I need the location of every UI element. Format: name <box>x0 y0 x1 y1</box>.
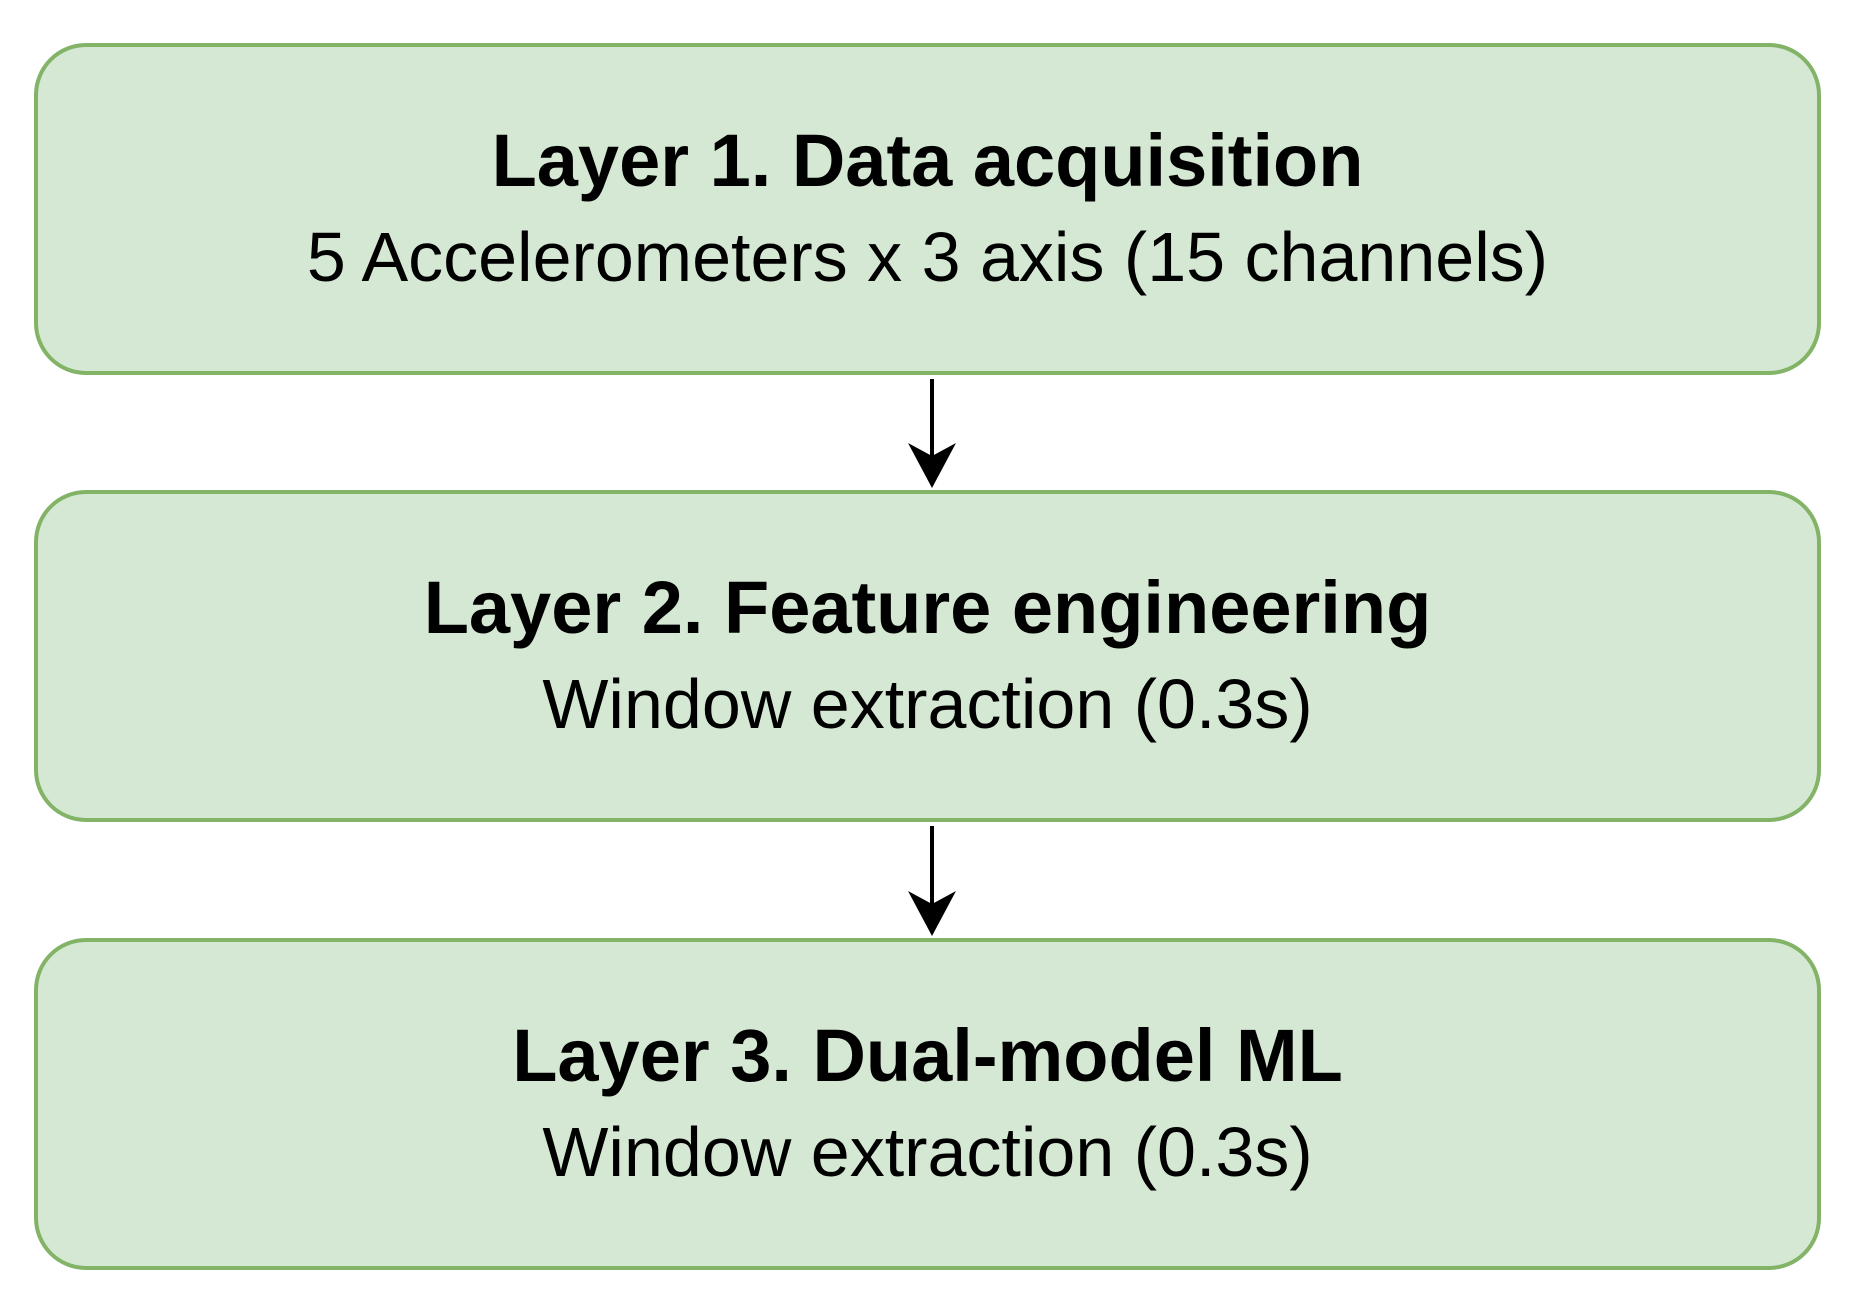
layer-1-subtitle: 5 Accelerometers x 3 axis (15 channels) <box>306 218 1549 296</box>
layer-3-box: Layer 3. Dual-model ML Window extraction… <box>34 938 1821 1270</box>
layer-1-title: Layer 1. Data acquisition <box>491 119 1364 202</box>
layer-2-title: Layer 2. Feature engineering <box>423 566 1432 649</box>
layer-3-title: Layer 3. Dual-model ML <box>512 1014 1343 1097</box>
arrow-layer-1-to-2 <box>908 379 956 488</box>
layer-1-box: Layer 1. Data acquisition 5 Acceleromete… <box>34 43 1821 375</box>
layer-2-box: Layer 2. Feature engineering Window extr… <box>34 490 1821 822</box>
layer-3-subtitle: Window extraction (0.3s) <box>542 1113 1313 1191</box>
arrow-layer-2-to-3 <box>908 826 956 936</box>
layer-2-subtitle: Window extraction (0.3s) <box>542 665 1313 743</box>
